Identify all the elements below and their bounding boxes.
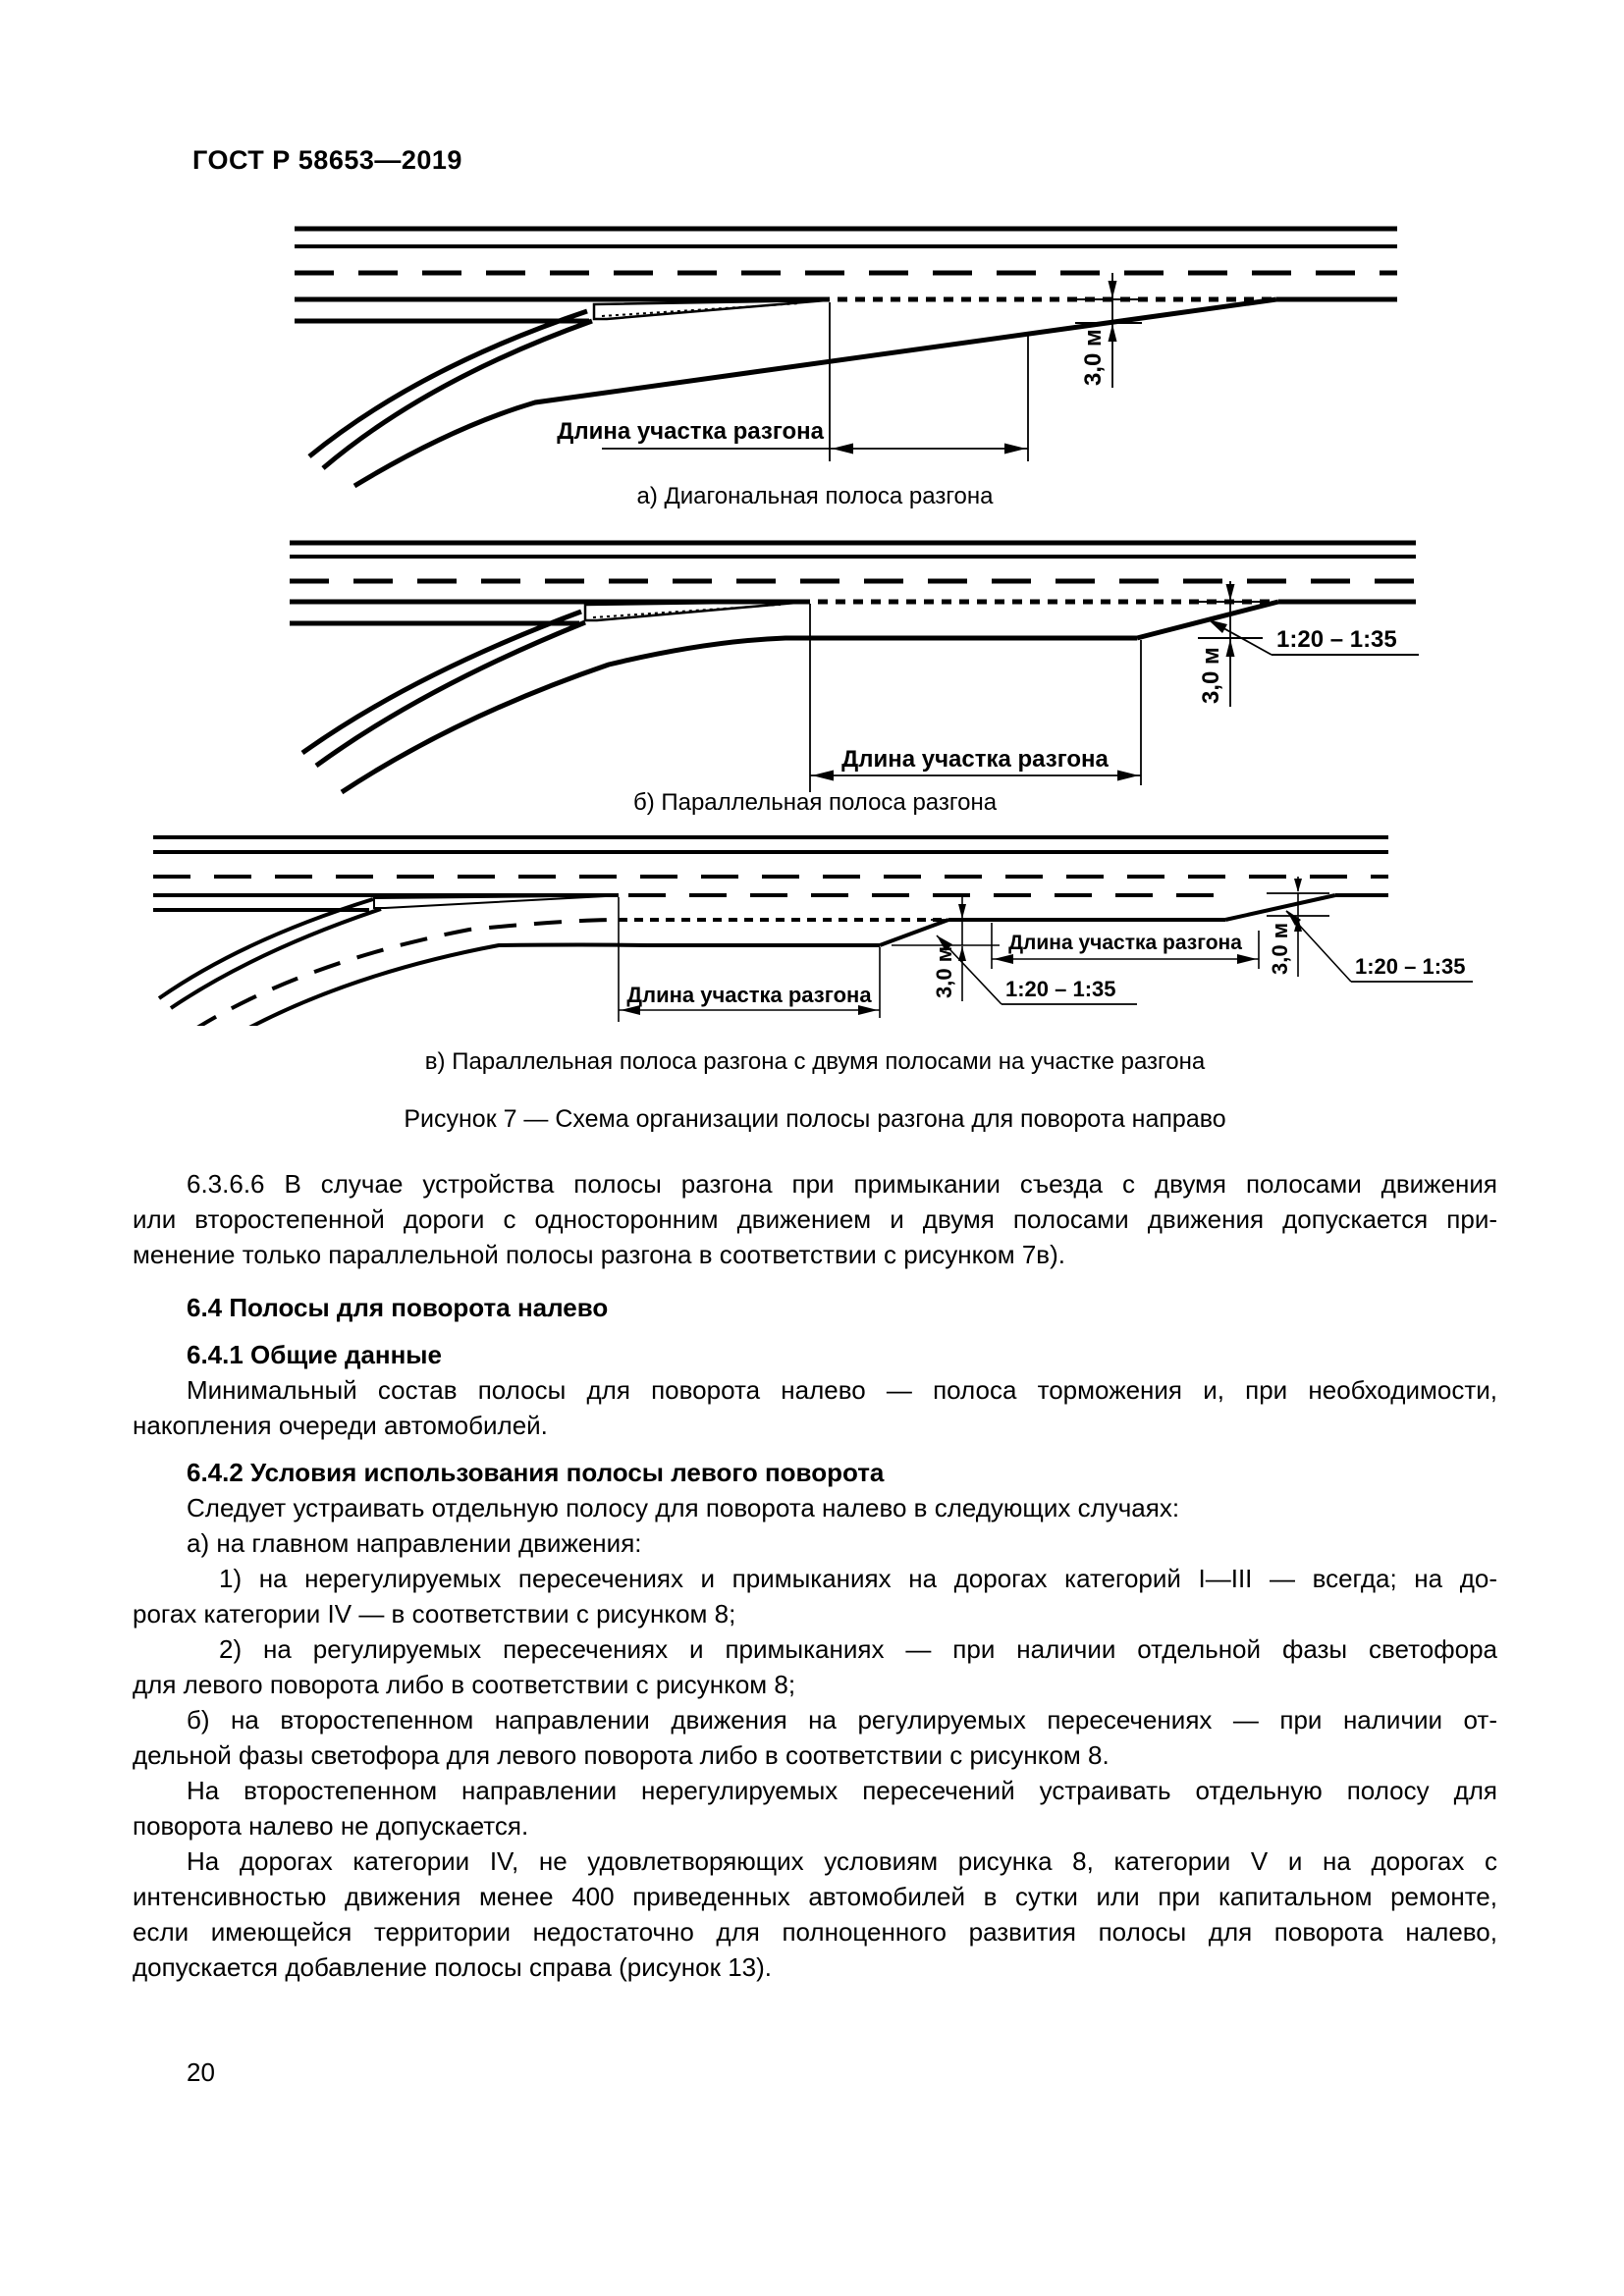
diagram-a-diagonal-lane: Длина участка разгона 3,0 м <box>295 226 1397 489</box>
ramp-curves-a <box>307 296 1277 489</box>
width-dimension-b: 3,0 м <box>1198 581 1263 707</box>
text-line: 1) на нерегулируемых пересечениях и прим… <box>219 1564 1497 1593</box>
text-line: интенсивностью движения менее 400 привед… <box>133 1882 1497 1911</box>
length-label-c1: Длина участка разгона <box>626 983 872 1007</box>
text-line: а) на главном направлении движения: <box>187 1528 642 1558</box>
text-line: накопления очереди автомобилей. <box>133 1411 548 1440</box>
heading-6-4: 6.4 Полосы для поворота налево <box>187 1293 609 1322</box>
text-line: Следует устраивать отдельную полосу для … <box>187 1493 1180 1522</box>
taper-label-b: 1:20 – 1:35 <box>1276 626 1397 653</box>
text-line: допускается добавление полосы справа (ри… <box>133 1952 773 1982</box>
caption-a: а) Диагональная полоса разгона <box>636 483 994 509</box>
text-line: или второстепенной дороги с односторонни… <box>133 1204 1497 1234</box>
taper-callout-c2: 1:20 – 1:35 <box>1285 910 1473 983</box>
ramp-curves-b <box>300 609 1137 795</box>
road-lines-b <box>290 540 1416 641</box>
taper-callout-c1: 1:20 – 1:35 <box>936 934 1137 1005</box>
text-line: 2) на регулируемых пересечениях и примык… <box>219 1634 1497 1664</box>
gore-island-c <box>373 894 616 909</box>
taper-line-c2 <box>1224 893 1336 922</box>
width-dimension-c2: 3,0 м <box>1267 877 1329 977</box>
width-label-c2: 3,0 м <box>1268 923 1292 975</box>
text-line: б) на второстепенном направлении движени… <box>187 1705 1497 1735</box>
gore-island-a <box>592 298 827 321</box>
length-label-a: Длина участка разгона <box>557 418 824 445</box>
text-line: менение только параллельной полосы разго… <box>133 1240 1065 1269</box>
length-label-b: Длина участка разгона <box>841 746 1109 773</box>
width-label-c1: 3,0 м <box>932 946 956 998</box>
road-lines-a <box>295 226 1397 324</box>
road-lines-c <box>153 835 1388 947</box>
text-line: 6.3.6.6 В случае устройства полосы разго… <box>187 1169 1497 1199</box>
width-dimension-a: 3,0 м <box>1075 273 1142 388</box>
page-number: 20 <box>187 2057 215 2087</box>
text-line: для левого поворота либо в соответствии … <box>133 1670 796 1699</box>
width-label-b: 3,0 м <box>1198 647 1224 704</box>
length-dimension-a: Длина участка разгона <box>557 302 1029 461</box>
caption-c: в) Параллельная полоса разгона с двумя п… <box>424 1048 1206 1075</box>
taper-line-c1 <box>879 918 949 947</box>
text-line: если имеющейся территории недостаточно д… <box>133 1917 1497 1947</box>
body-text: 6.3.6.6 В случае устройства полосы разго… <box>133 1166 1497 1985</box>
text-line: дельной фазы светофора для левого поворо… <box>133 1740 1110 1770</box>
text-line: Минимальный состав полосы для поворота н… <box>187 1375 1497 1405</box>
text-line: На второстепенном направлении нерегулиру… <box>187 1776 1497 1805</box>
text-line: На дорогах категории IV, не удовлетворяю… <box>187 1846 1497 1876</box>
width-label-a: 3,0 м <box>1080 329 1107 386</box>
gore-island-b <box>583 600 808 622</box>
ramp-curves-c <box>157 897 649 1026</box>
taper-label-c1: 1:20 – 1:35 <box>1005 977 1116 1001</box>
heading-6-4-1: 6.4.1 Общие данные <box>187 1340 442 1369</box>
document-header: ГОСТ Р 58653—2019 <box>192 145 462 175</box>
text-line: рогах категории IV — в соответствии с ри… <box>133 1599 736 1629</box>
text-line: поворота налево не допускается. <box>133 1811 529 1841</box>
length-dimension-c1: Длина участка разгона <box>618 897 881 1022</box>
length-label-c2: Длина участка разгона <box>1008 932 1242 954</box>
diagram-b-parallel-lane: Длина участка разгона 3,0 м 1:20 – 1:35 <box>290 540 1419 795</box>
length-dimension-c2: Длина участка разгона <box>991 923 1260 969</box>
figure-caption: Рисунок 7 — Схема организации полосы раз… <box>404 1105 1226 1133</box>
taper-callout-b: 1:20 – 1:35 <box>1207 618 1419 656</box>
taper-label-c2: 1:20 – 1:35 <box>1355 954 1466 979</box>
heading-6-4-2: 6.4.2 Условия использования полосы левог… <box>187 1458 885 1487</box>
length-dimension-b: Длина участка разгона <box>809 604 1142 792</box>
caption-b: б) Параллельная полоса разгона <box>632 789 998 816</box>
width-dimension-c1: 3,0 м <box>892 895 1000 1001</box>
diagram-c-two-lane: Длина участка разгона 3,0 м 1:20 – 1:35 … <box>153 835 1473 1026</box>
